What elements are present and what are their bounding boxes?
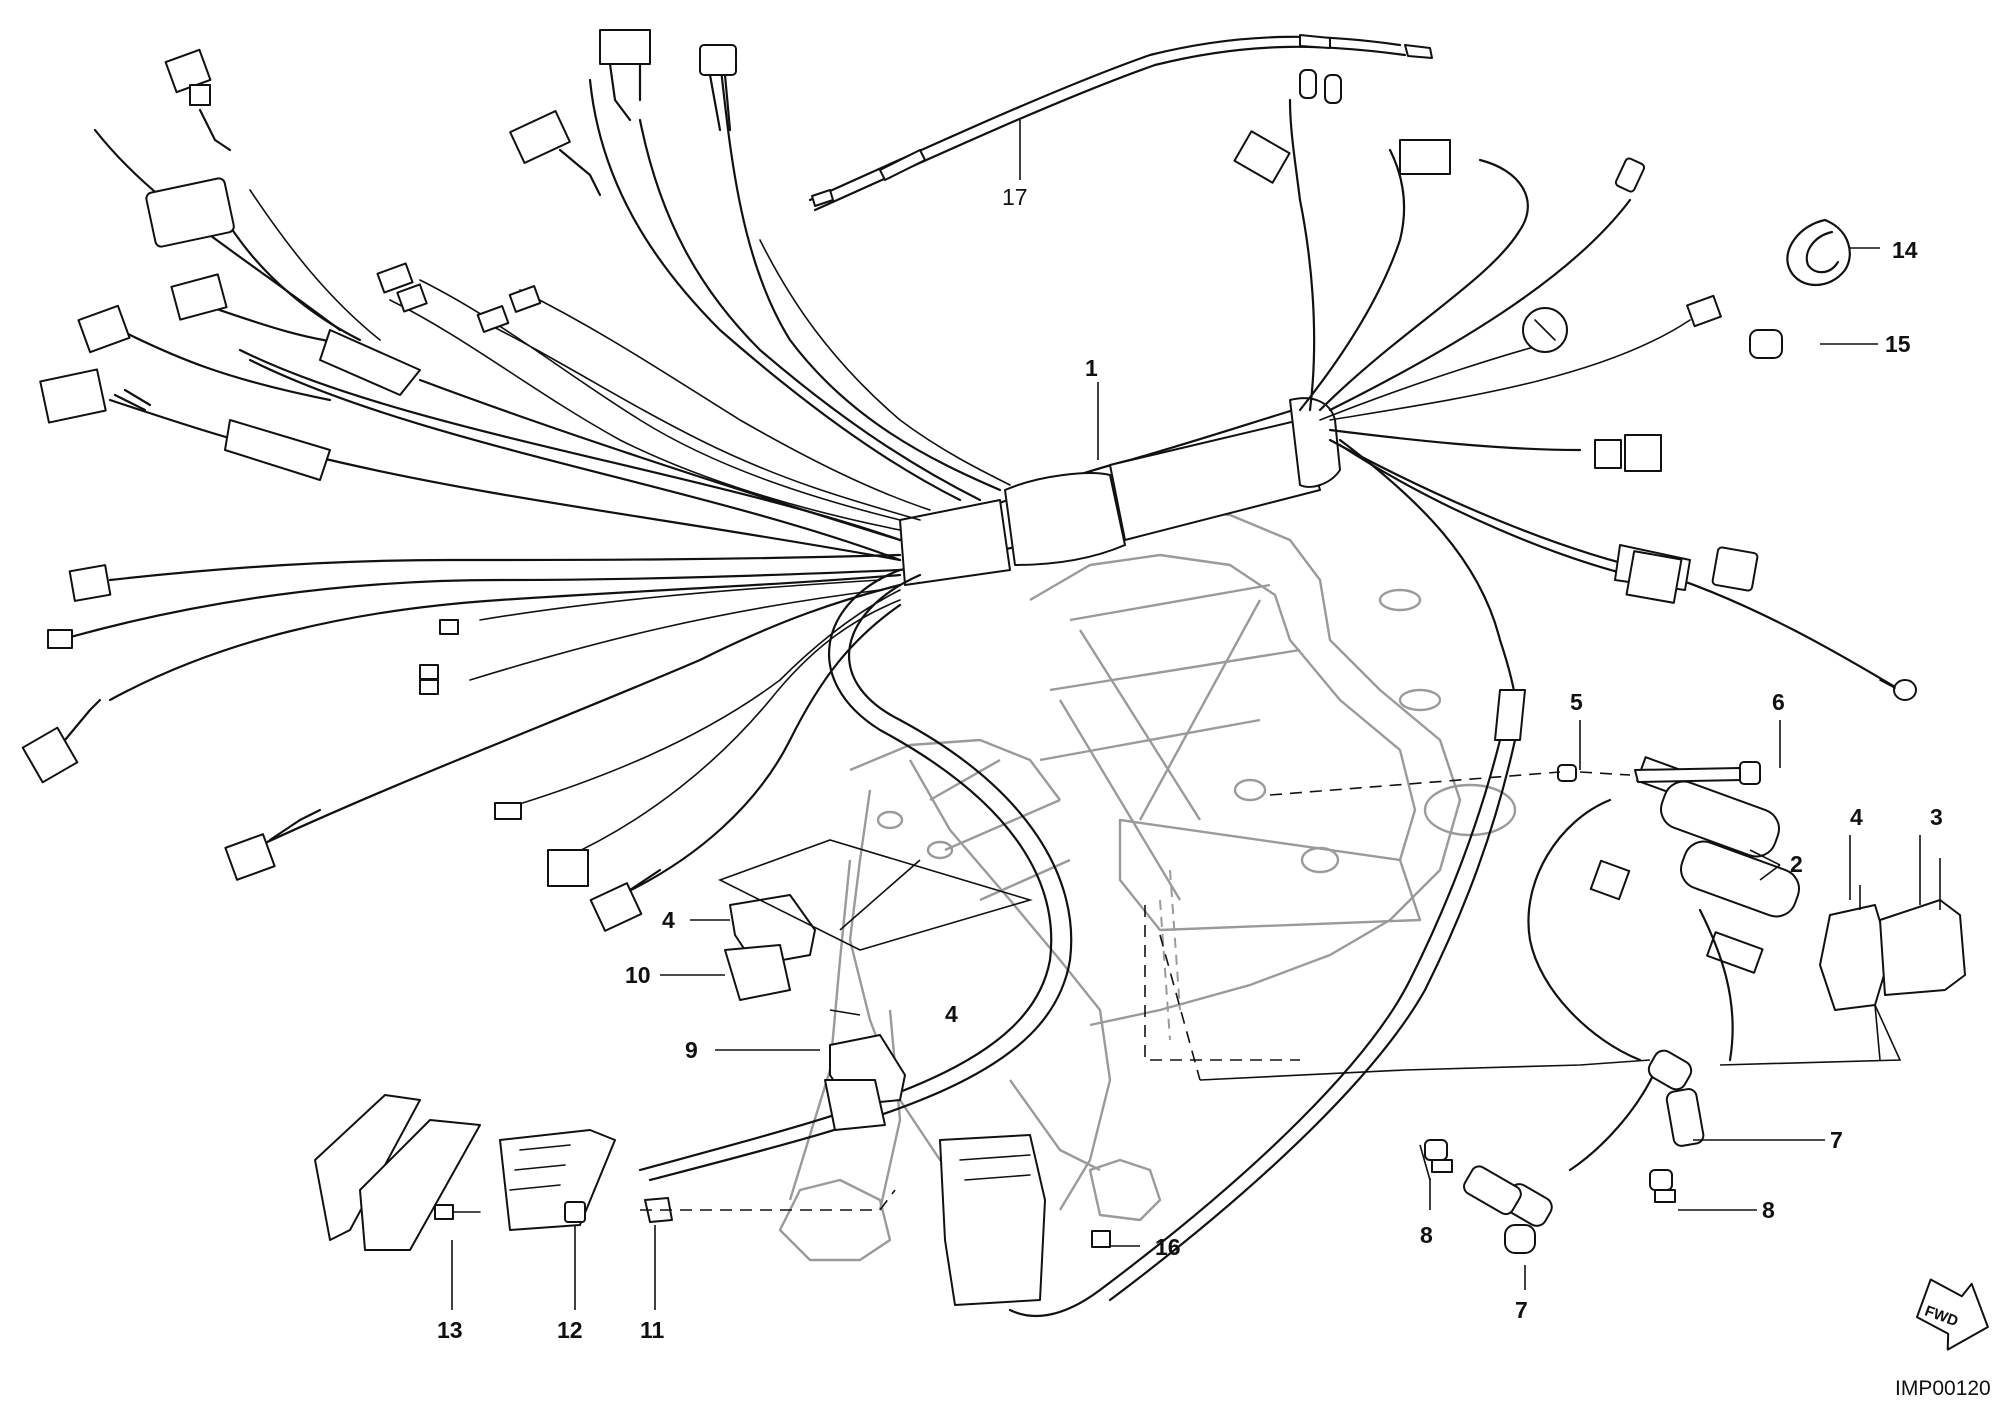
callout-4-upper: 4 <box>662 907 675 933</box>
fwd-arrow-icon: FWD <box>1915 1278 1989 1351</box>
leader-lines <box>451 120 1941 1310</box>
callout-4-lower: 4 <box>945 1001 958 1027</box>
frame-outline <box>778 503 1517 1262</box>
image-code: IMP00120 <box>1895 1377 1991 1400</box>
clamp-and-grommet <box>1749 218 1851 359</box>
callouts: 1 17 14 15 5 6 2 4 3 4 10 4 9 7 8 8 7 16… <box>437 184 1943 1343</box>
harness-connectors <box>21 29 1759 932</box>
callout-7-right: 7 <box>1830 1127 1843 1153</box>
callout-10: 10 <box>625 962 651 988</box>
fuse-and-ecu <box>314 1094 1111 1306</box>
spark-plug-caps <box>1463 1049 1705 1254</box>
callout-16: 16 <box>1155 1234 1181 1260</box>
callout-6: 6 <box>1772 689 1785 715</box>
callout-13: 13 <box>437 1317 463 1343</box>
callout-17: 17 <box>1002 184 1028 210</box>
fasteners <box>1269 761 1761 796</box>
callout-9: 9 <box>685 1037 698 1063</box>
callout-8-left: 8 <box>1420 1222 1433 1248</box>
main-harness <box>58 34 1917 1318</box>
callout-12: 12 <box>557 1317 583 1343</box>
callout-7-left: 7 <box>1515 1297 1528 1323</box>
sensors <box>1424 1139 1676 1203</box>
callout-8-right: 8 <box>1762 1197 1775 1223</box>
callout-1: 1 <box>1085 355 1098 381</box>
reference-lines <box>640 839 1902 1211</box>
callout-5: 5 <box>1570 689 1583 715</box>
callout-3: 3 <box>1930 804 1943 830</box>
callout-14: 14 <box>1892 237 1918 263</box>
callout-15: 15 <box>1885 331 1911 357</box>
ignition-coils <box>1527 756 1800 1172</box>
callout-11: 11 <box>640 1317 665 1343</box>
callout-2: 2 <box>1790 851 1803 877</box>
callout-4-right: 4 <box>1850 804 1863 830</box>
